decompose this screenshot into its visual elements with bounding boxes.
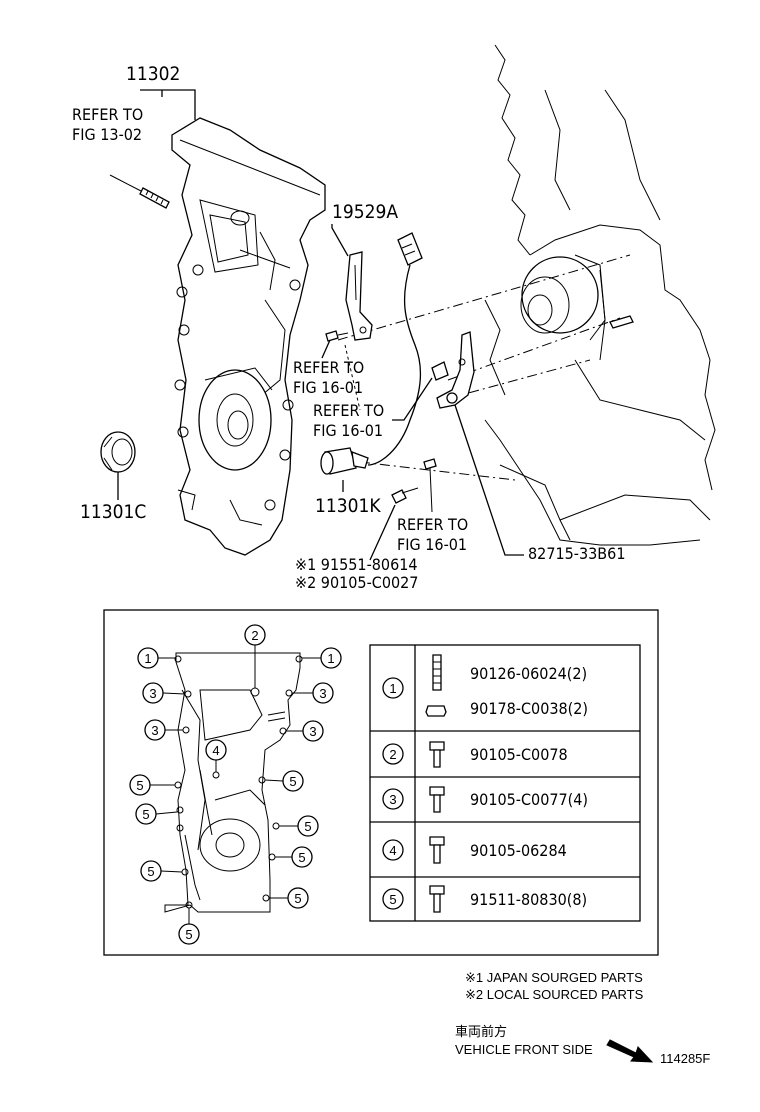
- svg-text:1: 1: [327, 651, 334, 666]
- sensor-bracket: [345, 251, 373, 341]
- callout-3-d: 3: [286, 720, 324, 742]
- label-82715-33b61: 82715-33B61: [528, 544, 625, 563]
- direction-en: VEHICLE FRONT SIDE: [455, 1042, 593, 1057]
- lower-bolt: [423, 458, 437, 513]
- table-row-5: 5 91511-80830(8): [382, 885, 587, 913]
- timing-chain-cover: [171, 117, 326, 556]
- water-pump-pulley: [520, 254, 634, 341]
- callout-1-left: 1: [137, 647, 176, 669]
- svg-text:1: 1: [389, 681, 396, 696]
- svg-text:5: 5: [136, 778, 143, 793]
- table-part-91511-80830: 91511-80830(8): [470, 890, 587, 909]
- callout-5-a: 5: [129, 774, 175, 796]
- svg-text:5: 5: [142, 807, 149, 822]
- svg-text:2: 2: [251, 628, 258, 643]
- callout-5-c: 5: [135, 803, 178, 825]
- label-refer-16a-line1: REFER TO: [293, 358, 364, 377]
- label-90105-c0027: ※2 90105-C0027: [295, 573, 418, 592]
- label-refer-13-line2: FIG 13-02: [72, 125, 142, 144]
- sensor-bolt: [391, 487, 419, 504]
- engine-block-outline: [484, 44, 716, 546]
- callout-5-d: 5: [279, 815, 319, 837]
- svg-text:3: 3: [309, 724, 316, 739]
- bracket-bolt: [325, 330, 349, 342]
- table-row-4: 4 90105-06284: [382, 836, 567, 864]
- callout-3-b: 3: [292, 682, 334, 704]
- label-91551-80614: ※1 91551-80614: [295, 555, 418, 574]
- label-11301c: 11301C: [80, 501, 146, 523]
- bolt-reference-table: 1 90126-06024(2) 90178-C0038(2) 2 90105-…: [369, 644, 641, 922]
- label-refer-16b-line1: REFER TO: [313, 401, 384, 420]
- harness-clamp-bracket: [431, 331, 475, 409]
- note-local: ※2 LOCAL SOURCED PARTS: [465, 987, 644, 1002]
- crank-position-sensor: [320, 447, 369, 475]
- svg-text:1: 1: [144, 651, 151, 666]
- table-part-90105-c0077: 90105-C0077(4): [470, 790, 588, 809]
- svg-text:4: 4: [212, 743, 219, 758]
- svg-text:4: 4: [389, 843, 396, 858]
- svg-text:3: 3: [319, 686, 326, 701]
- svg-text:2: 2: [389, 747, 396, 762]
- label-19529a: 19529A: [332, 201, 398, 223]
- callout-1-right: 1: [302, 647, 342, 669]
- label-11302: 11302: [126, 63, 180, 85]
- table-part-90105-06284: 90105-06284: [470, 841, 567, 860]
- callout-5-e: 5: [275, 846, 313, 868]
- oil-seal: [100, 431, 136, 473]
- callout-5-b: 5: [264, 770, 304, 792]
- svg-text:5: 5: [185, 927, 192, 942]
- svg-text:3: 3: [149, 686, 156, 701]
- cover-stud: [109, 174, 170, 209]
- label-refer-16c-line2: FIG 16-01: [397, 535, 467, 554]
- figure-id: 114285F: [660, 1051, 710, 1066]
- svg-text:5: 5: [289, 774, 296, 789]
- callout-3-a: 3: [142, 682, 186, 704]
- callout-2: 2: [244, 624, 266, 688]
- callout-5-h: 5: [178, 908, 200, 945]
- callout-5-f: 5: [140, 860, 183, 882]
- label-refer-16a-line2: FIG 16-01: [293, 378, 363, 397]
- svg-text:3: 3: [151, 723, 158, 738]
- callout-4: 4: [205, 739, 227, 772]
- label-refer-16c-line1: REFER TO: [397, 515, 468, 534]
- svg-text:3: 3: [389, 792, 396, 807]
- sensor-harness: [367, 232, 423, 466]
- detail-frame: [103, 609, 659, 956]
- label-11301k: 11301K: [315, 495, 381, 517]
- label-refer-13-line1: REFER TO: [72, 105, 143, 124]
- front-arrow-icon: [606, 1039, 654, 1063]
- table-part-90178-c0038: 90178-C0038(2): [470, 699, 588, 718]
- table-part-90105-c0078: 90105-C0078: [470, 745, 568, 764]
- callout-5-g: 5: [269, 887, 309, 909]
- note-japan: ※1 JAPAN SOURGED PARTS: [465, 970, 643, 985]
- direction-indicator: 車両前方 VEHICLE FRONT SIDE 114285F: [455, 1024, 710, 1066]
- svg-text:5: 5: [304, 819, 311, 834]
- table-part-90126-06024: 90126-06024(2): [470, 664, 587, 683]
- callout-3-c: 3: [144, 719, 183, 741]
- svg-text:5: 5: [294, 891, 301, 906]
- svg-text:5: 5: [298, 850, 305, 865]
- label-refer-16b-line2: FIG 16-01: [313, 421, 383, 440]
- detail-callouts: 1 1 2 3 3 3 3 4 5 5 5 5 5 5 5 5: [129, 624, 342, 945]
- detail-cover-outline: [164, 652, 303, 913]
- svg-text:5: 5: [389, 892, 396, 907]
- table-row-3: 3 90105-C0077(4): [382, 786, 588, 813]
- footnotes: ※1 JAPAN SOURGED PARTS ※2 LOCAL SOURCED …: [465, 970, 644, 1002]
- table-row-1: 1 90126-06024(2) 90178-C0038(2): [382, 654, 588, 718]
- direction-jp: 車両前方: [455, 1024, 507, 1039]
- alignment-phantom-lines: [337, 254, 631, 481]
- table-row-2: 2 90105-C0078: [382, 741, 568, 768]
- labels-top: 11302 REFER TO FIG 13-02 19529A REFER TO…: [72, 63, 625, 592]
- svg-text:5: 5: [147, 864, 154, 879]
